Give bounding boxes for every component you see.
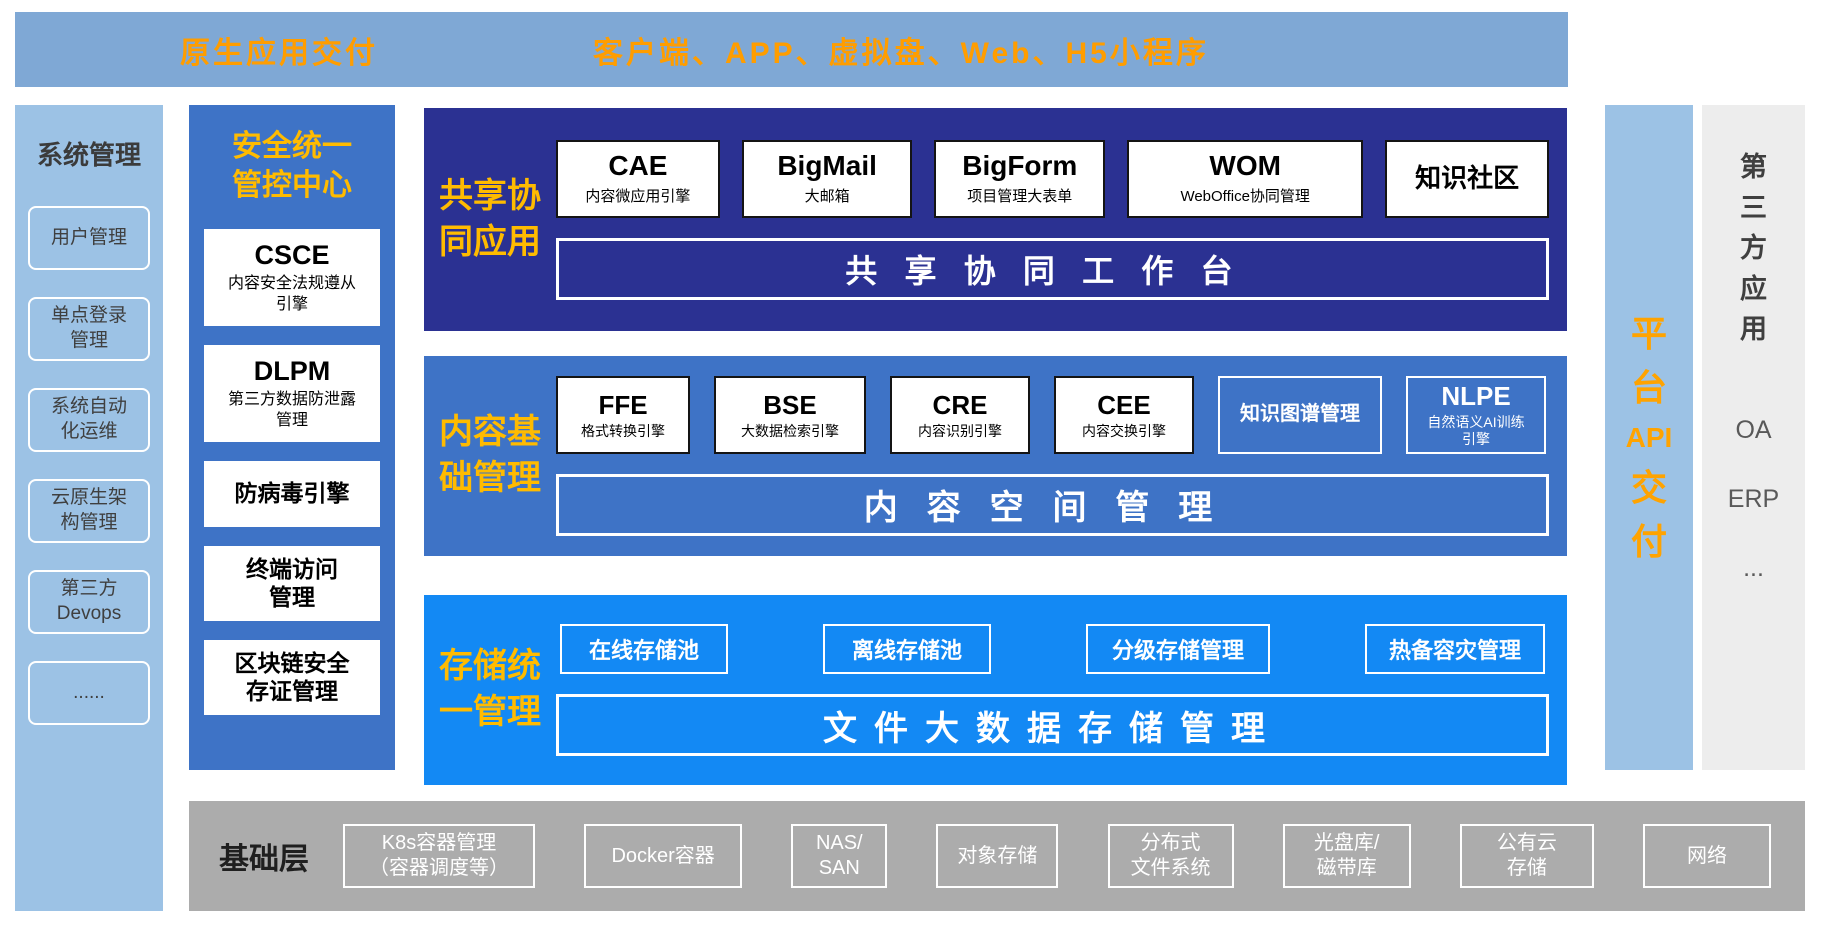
engine-box-ffe: FFE 格式转换引擎 <box>556 376 690 454</box>
base-box-nas-san: NAS/ SAN <box>791 824 888 888</box>
storage-mgmt-section: 存储统 一管理 在线存储池 离线存储池 分级存储管理 热备容灾管理 文件大数据存… <box>424 595 1567 785</box>
app-box-cae: CAE 内容微应用引擎 <box>556 139 720 218</box>
app-cae-desc: 内容微应用引擎 <box>585 187 691 205</box>
app-wom-name: WOM <box>1209 150 1281 182</box>
app-bigmail-desc: 大邮箱 <box>804 187 850 205</box>
base-box-object-storage: 对象存储 <box>936 824 1059 888</box>
app-bigform-name: BigForm <box>962 150 1078 182</box>
pool-box-hot-backup-dr: 热备容灾管理 <box>1365 624 1545 674</box>
engine-bse-name: BSE <box>763 389 817 420</box>
security-box-dlpm: DLPM 第三方数据防泄露 管理 <box>204 344 380 442</box>
pool-box-offline-storage: 离线存储池 <box>823 624 991 674</box>
app-wom-desc: WebOffice协同管理 <box>1180 187 1310 205</box>
engine-cee-desc: 内容交换引擎 <box>1082 422 1166 439</box>
collab-workbench-bar: 共享协同工作台 <box>556 237 1549 300</box>
security-box-dlpm-name: DLPM <box>253 355 331 386</box>
base-box-distributed-fs: 分布式 文件系统 <box>1107 824 1234 888</box>
app-box-bigmail: BigMail 大邮箱 <box>741 139 913 218</box>
sys-item-ellipsis: ...... <box>28 661 150 725</box>
security-control-title: 安全统一 管控中心 <box>232 130 352 202</box>
system-management-title: 系统管理 <box>36 140 141 170</box>
storage-pools-row: 在线存储池 离线存储池 分级存储管理 热备容灾管理 <box>556 624 1549 674</box>
native-delivery-label: 原生应用交付 <box>180 36 378 70</box>
security-box-csce-desc: 内容安全法规遵从 引擎 <box>227 275 356 314</box>
third-party-apps-panel: 第 三 方 应 用 OA ERP ... <box>1702 105 1805 770</box>
app-box-bigform: BigForm 项目管理大表单 <box>934 139 1106 218</box>
app-bigmail-name: BigMail <box>777 150 877 182</box>
file-bigdata-storage-bar: 文件大数据存储管理 <box>556 694 1549 756</box>
engine-cre-name: CRE <box>932 389 988 420</box>
engine-nlpe-name: NLPE <box>1441 381 1511 412</box>
tp-item-oa: OA <box>1735 415 1772 444</box>
base-box-optical-tape: 光盘库/ 磁带库 <box>1282 824 1411 888</box>
engine-nlpe-desc: 自然语义AI训练 引擎 <box>1427 414 1525 447</box>
api-panel-char: 交 <box>1630 466 1667 508</box>
app-box-knowledge-community: 知识社区 <box>1385 139 1549 218</box>
content-space-bar: 内容空间管理 <box>556 473 1549 536</box>
security-box-antivirus: 防病毒引擎 <box>204 460 380 527</box>
security-box-dlpm-desc: 第三方数据防泄露 管理 <box>227 391 356 430</box>
content-engines-row: FFE 格式转换引擎 BSE 大数据检索引擎 CRE 内容识别引擎 CEE 内容… <box>556 376 1549 454</box>
third-party-title-char: 三 <box>1740 192 1767 223</box>
security-box-terminal-access-name: 终端访问 管理 <box>246 555 338 610</box>
base-layer-bar: 基础层 K8s容器管理 （容器调度等） Docker容器 NAS/ SAN 对象… <box>189 801 1805 911</box>
engine-box-nlpe: NLPE 自然语义AI训练 引擎 <box>1406 376 1546 454</box>
native-delivery-band: 原生应用交付 客户端、APP、虚拟盘、Web、H5小程序 <box>15 12 1568 87</box>
base-box-public-cloud: 公有云 存储 <box>1459 824 1594 888</box>
engine-ffe-name: FFE <box>598 389 648 420</box>
api-panel-char: 台 <box>1630 366 1667 408</box>
tp-item-erp: ERP <box>1727 484 1780 513</box>
system-management-panel: 系统管理 用户管理 单点登录 管理 系统自动 化运维 云原生架 构管理 第三方 … <box>15 105 163 911</box>
base-layer-title: 基础层 <box>219 843 309 876</box>
client-channels-label: 客户端、APP、虚拟盘、Web、H5小程序 <box>593 36 1209 70</box>
api-panel-char: 付 <box>1630 520 1667 562</box>
collab-apps-row: CAE 内容微应用引擎 BigMail 大邮箱 BigForm 项目管理大表单 … <box>556 139 1549 218</box>
engine-box-knowledge-graph: 知识图谱管理 <box>1218 376 1382 454</box>
content-mgmt-section: 内容基 础管理 FFE 格式转换引擎 BSE 大数据检索引擎 CRE 内容识别引… <box>424 356 1567 556</box>
base-box-network: 网络 <box>1642 824 1771 888</box>
tp-item-ellipsis: ... <box>1743 553 1764 582</box>
collab-apps-label: 共享协 同应用 <box>439 176 541 261</box>
engine-cee-name: CEE <box>1097 389 1151 420</box>
app-cae-name: CAE <box>608 150 668 182</box>
base-box-k8s: K8s容器管理 （容器调度等） <box>343 824 535 888</box>
engine-bse-desc: 大数据检索引擎 <box>741 422 839 439</box>
api-panel-char: API <box>1625 421 1673 453</box>
sys-item-cloud-native-arch: 云原生架 构管理 <box>28 479 150 543</box>
app-knowledge-community-name: 知识社区 <box>1415 163 1520 194</box>
sys-item-sso-management: 单点登录 管理 <box>28 297 150 361</box>
third-party-title-char: 应 <box>1740 273 1767 304</box>
platform-api-panel: 平 台 API 交 付 <box>1605 105 1693 770</box>
security-box-terminal-access: 终端访问 管理 <box>204 545 380 622</box>
base-layer-row: K8s容器管理 （容器调度等） Docker容器 NAS/ SAN 对象存储 分… <box>319 824 1805 888</box>
content-mgmt-label: 内容基 础管理 <box>439 413 541 497</box>
third-party-title-char: 第 <box>1740 152 1767 182</box>
engine-ffe-desc: 格式转换引擎 <box>581 422 665 439</box>
engine-box-cee: CEE 内容交换引擎 <box>1054 376 1194 454</box>
app-box-wom: WOM WebOffice协同管理 <box>1127 139 1364 218</box>
security-control-panel: 安全统一 管控中心 CSCE 内容安全法规遵从 引擎 DLPM 第三方数据防泄露… <box>189 105 395 770</box>
third-party-items: OA ERP ... <box>1728 416 1779 583</box>
engine-cre-desc: 内容识别引擎 <box>918 422 1002 439</box>
security-box-blockchain-attestation-name: 区块链安全 存证管理 <box>234 650 350 704</box>
api-panel-char: 平 <box>1630 312 1667 354</box>
sys-item-user-management: 用户管理 <box>28 206 150 270</box>
base-box-docker: Docker容器 <box>584 824 743 888</box>
security-box-blockchain-attestation: 区块链安全 存证管理 <box>204 640 380 716</box>
app-bigform-desc: 项目管理大表单 <box>967 187 1073 205</box>
collab-apps-section: 共享协 同应用 CAE 内容微应用引擎 BigMail 大邮箱 BigForm … <box>424 108 1567 331</box>
engine-knowledge-graph-name: 知识图谱管理 <box>1240 403 1360 426</box>
engine-box-cre: CRE 内容识别引擎 <box>890 376 1030 454</box>
engine-box-bse: BSE 大数据检索引擎 <box>714 376 866 454</box>
sys-item-auto-ops: 系统自动 化运维 <box>28 388 150 452</box>
security-box-csce: CSCE 内容安全法规遵从 引擎 <box>204 229 380 326</box>
pool-box-tiered-storage: 分级存储管理 <box>1086 624 1270 674</box>
security-box-antivirus-name: 防病毒引擎 <box>234 480 350 507</box>
third-party-title-char: 方 <box>1740 233 1767 263</box>
sys-item-third-party-devops: 第三方 Devops <box>28 570 150 634</box>
pool-box-online-storage: 在线存储池 <box>560 624 728 674</box>
third-party-title-char: 用 <box>1740 314 1767 344</box>
security-box-csce-name: CSCE <box>254 240 330 270</box>
storage-mgmt-label: 存储统 一管理 <box>439 647 541 731</box>
